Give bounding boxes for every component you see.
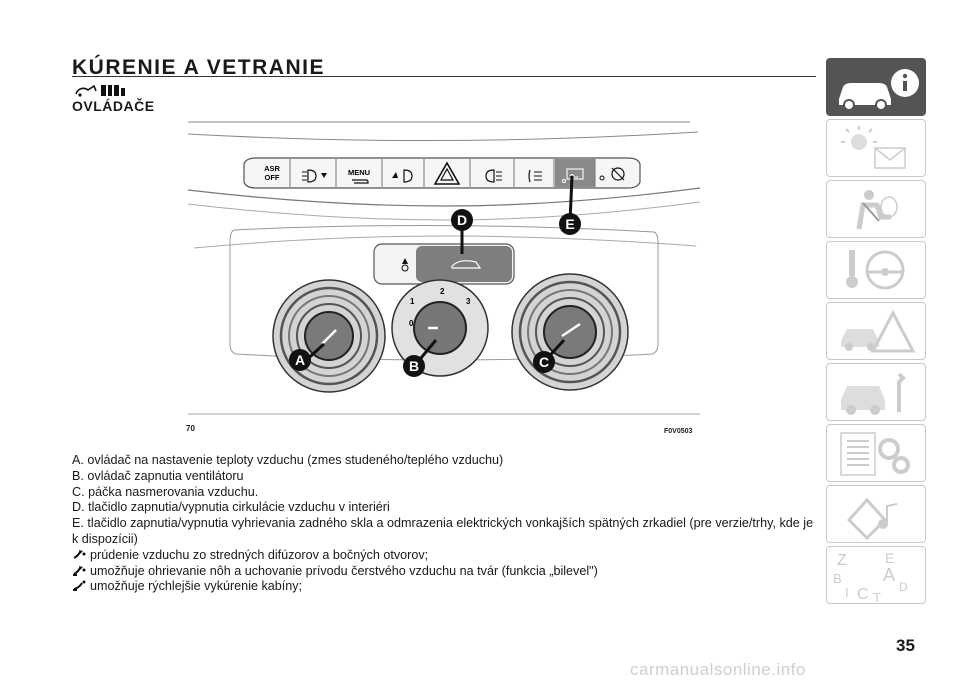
tab-driving[interactable] xyxy=(826,241,926,299)
controls-description: A. ovládač na nastavenie teploty vzduchu… xyxy=(72,453,820,595)
asr-label-2: OFF xyxy=(265,173,280,182)
page-title: KÚRENIE A VETRANIE xyxy=(72,56,325,79)
airflow-face-icon xyxy=(73,549,86,559)
watermark: carmanualsonline.info xyxy=(630,660,806,679)
figure-code: F0V0503 xyxy=(664,428,693,435)
airflow-bilevel-icon xyxy=(73,565,86,576)
tab-emergency[interactable] xyxy=(826,302,926,360)
specs-gears-icon xyxy=(840,432,910,476)
callout-a-label: A xyxy=(295,352,305,368)
fan-scale-3: 3 xyxy=(466,297,471,306)
index-letter-b: B xyxy=(833,571,842,586)
car-info-icon xyxy=(839,69,919,111)
airflow-face-row: prúdenie vzduchu zo stredných difúzorov … xyxy=(72,548,820,564)
tab-index[interactable]: Z E B A D I C T xyxy=(826,546,926,604)
vehicle-variant-icon xyxy=(75,84,125,97)
callout-c-label: C xyxy=(539,354,549,370)
fan-scale-0: 0 xyxy=(409,319,414,328)
airflow-bilevel-row: umožňuje ohrievanie nôh a uchovanie prív… xyxy=(72,564,820,580)
index-letter-z: Z xyxy=(837,552,847,569)
steering-key-icon xyxy=(846,250,905,290)
tab-warning-lights[interactable] xyxy=(826,119,926,177)
car-wrench-icon xyxy=(841,372,906,415)
warning-triangle-car-icon xyxy=(841,309,916,353)
fan-scale-1: 1 xyxy=(410,297,415,306)
air-direction-knob xyxy=(511,273,629,391)
airflow-feet-row: umožňuje rýchlejšie vykúrenie kabíny; xyxy=(72,579,820,595)
climate-control-figure: ASR OFF MENU xyxy=(184,118,704,436)
airflow-feet-icon xyxy=(73,580,86,592)
index-letter-e: E xyxy=(885,550,894,566)
callout-e-label: E xyxy=(565,216,574,232)
callout-a xyxy=(289,349,311,371)
page-number: 35 xyxy=(896,636,915,655)
tab-specifications[interactable] xyxy=(826,424,926,482)
section-subtitle: OVLÁDAČE xyxy=(72,98,155,114)
rear-defrost-icon xyxy=(561,168,584,184)
item-b: B. ovládač zapnutia ventilátoru xyxy=(72,468,244,483)
tab-maintenance[interactable] xyxy=(826,363,926,421)
hazard-icon xyxy=(433,161,461,185)
callout-d-label: D xyxy=(457,212,467,228)
climate-panel-illustration: ASR OFF MENU xyxy=(187,121,701,415)
indicator-led xyxy=(599,175,605,181)
item-d: D. tlačidlo zapnutia/vypnutia cirkulácie… xyxy=(72,500,390,515)
fan-scale-2: 2 xyxy=(440,287,445,296)
front-defrost-icon xyxy=(528,169,542,183)
item-a: A. ovládač na nastavenie teploty vzduchu… xyxy=(72,453,504,467)
callout-d xyxy=(451,209,473,231)
index-letter-c: C xyxy=(857,586,869,603)
tab-safety[interactable] xyxy=(826,180,926,238)
chapter-sidebar: Z E B A D I C T xyxy=(826,58,928,607)
asr-label-1: ASR xyxy=(264,164,280,173)
item-c: C. páčka nasmerovania vzduchu. xyxy=(72,484,259,499)
airflow-face-text: prúdenie vzduchu zo stredných difúzorov … xyxy=(90,547,429,562)
title-rule xyxy=(72,76,816,77)
index-letter-d: D xyxy=(899,580,908,594)
callout-c xyxy=(533,351,555,373)
callout-b xyxy=(403,355,425,377)
index-letter-a: A xyxy=(883,565,895,585)
rear-fog-light-icon xyxy=(485,169,502,183)
callout-b-label: B xyxy=(409,358,419,374)
temperature-knob xyxy=(272,279,386,393)
fog-light-icon xyxy=(302,169,327,183)
item-e: E. tlačidlo zapnutia/vypnutia vyhrievani… xyxy=(72,516,814,546)
airbag-seatbelt-icon xyxy=(856,190,898,230)
stop-start-off-icon xyxy=(611,167,625,181)
alphabet-index-icon: Z E B A D I C T xyxy=(833,550,908,604)
headlight-level-icon xyxy=(392,169,413,183)
tab-multimedia[interactable] xyxy=(826,485,926,543)
return-arrow-icon xyxy=(352,179,369,184)
index-letter-i: I xyxy=(845,585,849,600)
menu-label: MENU xyxy=(348,168,370,177)
airflow-feet-text: umožňuje rýchlejšie vykúrenie kabíny; xyxy=(90,579,303,594)
airflow-bilevel-text: umožňuje ohrievanie nôh a uchovanie prív… xyxy=(90,563,598,578)
index-letter-t: T xyxy=(873,590,881,604)
warning-lights-icon xyxy=(841,126,906,169)
multimedia-icon xyxy=(846,497,898,541)
fan-speed-knob xyxy=(391,279,489,377)
tab-dashboard[interactable] xyxy=(826,58,926,116)
callout-e xyxy=(559,213,581,235)
figure-page-ref: 70 xyxy=(186,424,195,433)
recirculation-switch xyxy=(373,243,515,285)
